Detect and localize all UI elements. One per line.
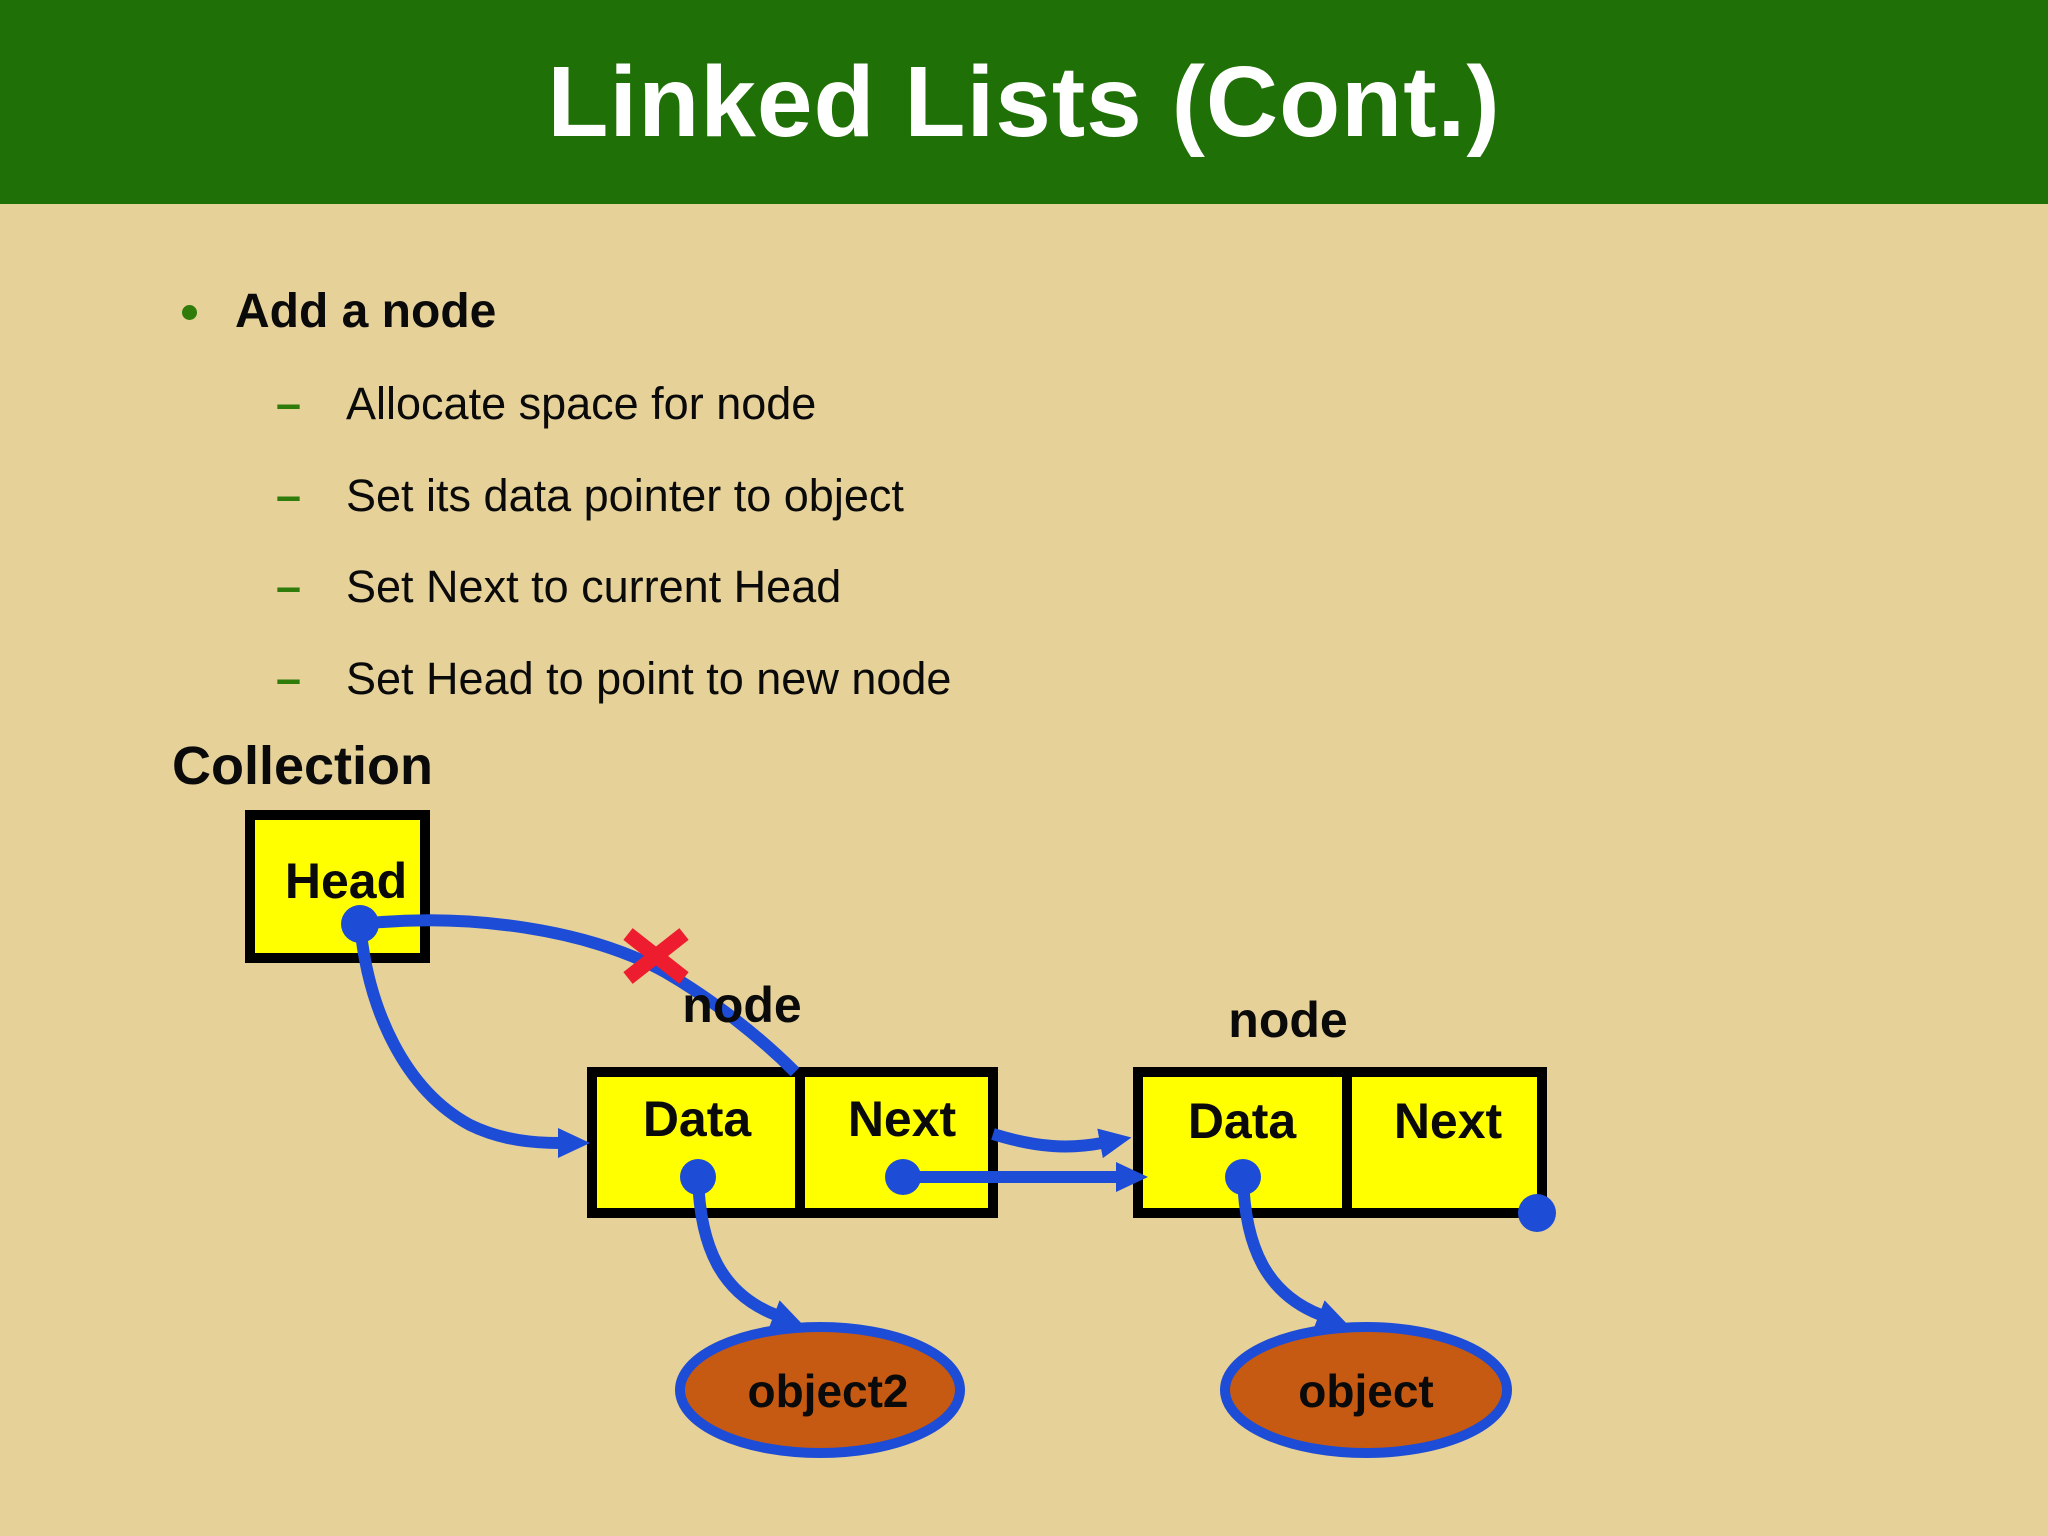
head-box <box>245 810 430 963</box>
node1-caption: node <box>682 977 801 1033</box>
object2-ellipse <box>675 1322 965 1458</box>
node1-to-node2-upper-arrow <box>991 1128 1132 1159</box>
sub-bullet-text-2: Set its data pointer to object <box>346 470 904 521</box>
node2-caption: node <box>1228 992 1347 1048</box>
title-bar: Linked Lists (Cont.) <box>0 0 2048 204</box>
head-pointer-dot <box>341 905 379 943</box>
sub-bullet-text-4: Set Head to point to new node <box>346 653 952 704</box>
red-cross-icon <box>623 928 689 984</box>
node1-data-label: Data <box>643 1091 753 1147</box>
node1-data-dot <box>680 1159 716 1195</box>
dash-marker: – <box>276 561 302 612</box>
node1-next-dot <box>885 1159 921 1195</box>
node1-next-label: Next <box>848 1091 957 1147</box>
dash-marker: – <box>276 378 302 429</box>
dash-marker: – <box>276 470 302 521</box>
collection-label: Collection <box>172 736 434 796</box>
node2-box <box>1133 1067 1547 1218</box>
node2-data-label: Data <box>1188 1093 1298 1149</box>
node1-data-pointer-arrow <box>692 1176 804 1329</box>
bullet-dot <box>182 305 197 320</box>
sub-bullet-text-1: Allocate space for node <box>346 378 817 429</box>
bullet-add-a-node: Add a node <box>235 285 497 338</box>
node2-null-dot <box>1518 1194 1556 1232</box>
node2-next-label: Next <box>1394 1093 1503 1149</box>
dash-marker: – <box>276 653 302 704</box>
node2-data-pointer-arrow <box>1237 1176 1349 1329</box>
object2-label: object2 <box>747 1365 908 1417</box>
node2-data-dot <box>1225 1159 1261 1195</box>
sub-bullet-text-3: Set Next to current Head <box>346 561 842 612</box>
slide-title: Linked Lists (Cont.) <box>547 45 1501 158</box>
object-label: object <box>1298 1365 1433 1417</box>
head-box-label: Head <box>285 853 407 909</box>
object-ellipse <box>1220 1322 1512 1458</box>
new-head-pointer-arrow <box>354 923 590 1158</box>
